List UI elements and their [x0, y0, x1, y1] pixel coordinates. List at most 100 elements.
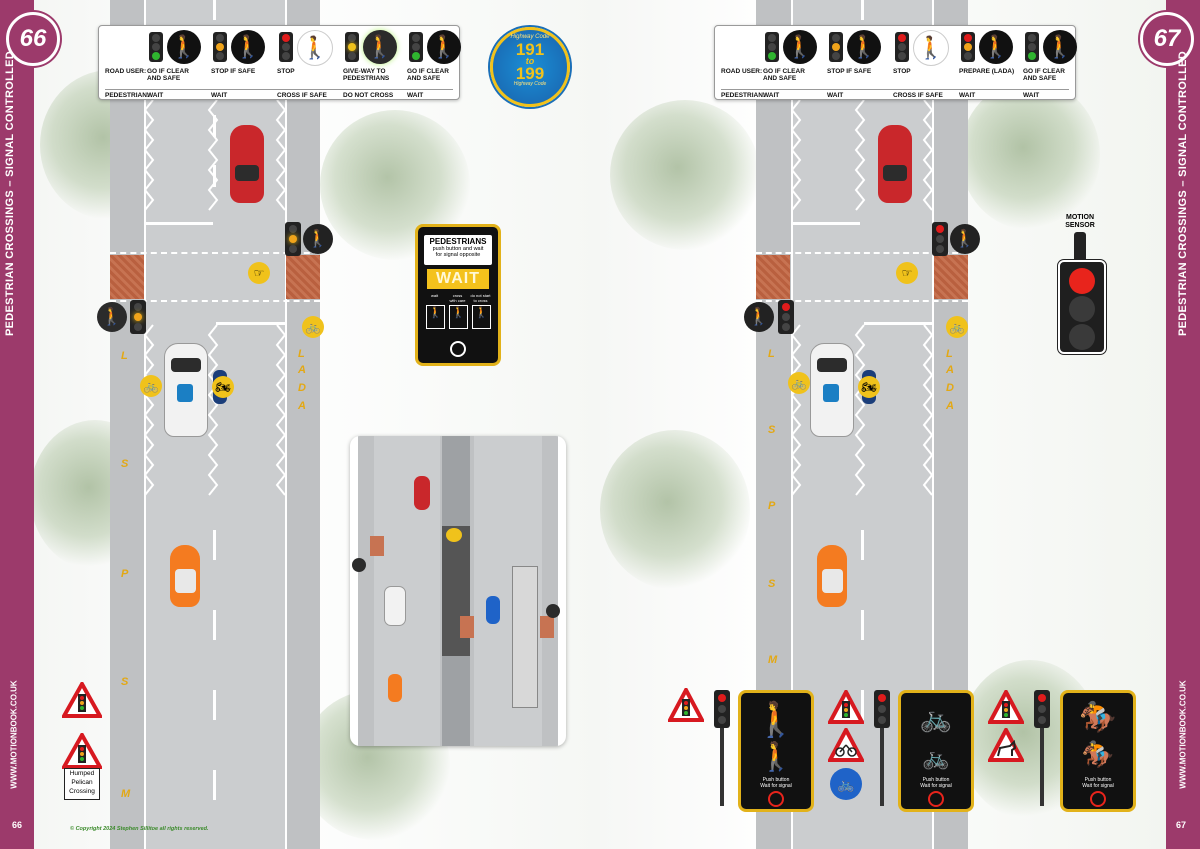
phase-label: CROSS IF SAFE	[893, 92, 943, 99]
blue-car	[486, 596, 500, 624]
traffic-signals-warning-icon	[62, 733, 102, 769]
flashing-green-man-icon: 🚶	[363, 30, 397, 64]
traffic-light-icon	[778, 300, 794, 334]
lada-letter: S	[121, 676, 129, 688]
phase-label: STOP	[277, 68, 295, 75]
red-man-icon: 🚶	[167, 30, 201, 64]
centre-line	[213, 115, 216, 137]
learner-car	[384, 586, 406, 626]
red-man-icon: 🚶	[231, 30, 265, 64]
green-man-icon: 🚶	[758, 741, 794, 772]
motorcycle-icon: 🏍	[858, 376, 880, 398]
red-car	[878, 125, 912, 203]
traffic-light-icon	[149, 32, 163, 62]
stop-line	[864, 322, 932, 325]
lada-letter: P	[768, 500, 776, 512]
mode-label: cross with care	[449, 293, 466, 303]
orange-car	[170, 545, 200, 607]
divider	[721, 89, 1069, 90]
green-horse-rider-icon: 🏇	[1081, 739, 1115, 769]
phase-go: 🚶	[147, 30, 209, 64]
push-button[interactable]	[450, 341, 466, 357]
highway-code-badge: Highway Code 191 to 199 Highway Code	[490, 27, 570, 107]
unit-instruction-panel: PEDESTRIANS push button and wait for sig…	[424, 235, 492, 265]
green-man-icon: 🚶	[950, 224, 980, 254]
green-man-icon: 🚶	[97, 302, 127, 332]
shared-path-sign-icon: 🚲	[830, 768, 862, 800]
green-cycle-icon: 🚲	[922, 745, 950, 770]
traffic-light-icon	[829, 32, 843, 62]
lada-letter: S	[768, 424, 776, 436]
traffic-signals-warning-icon	[828, 690, 864, 724]
tactile-paving	[110, 255, 144, 299]
red-car	[414, 476, 430, 510]
motion-sensor-label: MOTION SENSOR	[1065, 214, 1095, 229]
push-button-text: Push button Wait for signal	[920, 777, 952, 789]
traffic-light-icon	[874, 690, 890, 728]
signal-pole	[720, 728, 724, 806]
page-badge: 67	[1140, 12, 1194, 66]
traffic-light-icon	[1034, 690, 1050, 728]
phase-label: DO NOT CROSS	[343, 92, 394, 99]
red-cycle-icon: 🚲	[919, 703, 953, 733]
green-man-icon: 🚶	[744, 302, 774, 332]
chapter-title: PEDESTRIAN CROSSINGS – SIGNAL CONTROLLED	[1177, 51, 1189, 336]
traffic-light-icon	[345, 32, 359, 62]
stop-line	[216, 322, 285, 325]
toucan-push-button-unit: 🚲 🚲 Push button Wait for signal	[898, 690, 974, 812]
learner-car	[164, 343, 208, 437]
pedestrian-push-button-unit: PEDESTRIANS push button and wait for sig…	[415, 224, 501, 366]
traffic-signals-warning-icon	[668, 688, 704, 722]
page-number: 67	[1176, 820, 1187, 830]
traffic-light-icon	[279, 32, 293, 62]
push-button[interactable]	[928, 791, 944, 807]
green-man-icon: 🚶	[913, 30, 949, 66]
signal-phase-legend: 🚶 🚶 🚶 🚶 🚶 ROAD USER: GO IF CLEAR AND SAF…	[714, 25, 1077, 100]
left-spine: 66 PEDESTRIAN CROSSINGS – SIGNAL CONTROL…	[0, 0, 60, 849]
phase-stop: 🚶	[277, 30, 339, 66]
phase-label: PREPARE (LADA)	[959, 68, 1015, 75]
centre-line	[861, 610, 864, 640]
push-button[interactable]	[1090, 791, 1106, 807]
push-button[interactable]	[768, 791, 784, 807]
traffic-light-icon	[285, 222, 301, 256]
centre-line	[213, 530, 216, 560]
phase-prepare: 🚶	[959, 30, 1021, 64]
crossing-stud-line	[110, 300, 320, 302]
unit-mode-panels: wait cross with care do not start to cro…	[424, 293, 492, 333]
lada-letter: L	[768, 348, 775, 360]
crossing-stud-line	[756, 300, 968, 302]
traffic-light-icon	[932, 222, 948, 256]
green-man-icon: 🚶	[297, 30, 333, 66]
rule-range-end: 199	[515, 64, 545, 83]
signal-marker	[446, 528, 462, 542]
red-man-icon: 🚶	[426, 305, 445, 329]
lada-letter: A	[946, 400, 954, 412]
edge-line	[791, 0, 793, 849]
badge-caption: Highway Code	[513, 81, 547, 87]
inset-dual-carriageway-diagram	[350, 436, 566, 746]
phase-label: STOP IF SAFE	[211, 68, 256, 75]
crossing-stud-line	[110, 252, 320, 254]
traffic-light-icon	[130, 300, 146, 334]
phase-give-way: 🚶	[343, 30, 405, 64]
horse-rider-warning-icon	[988, 728, 1024, 762]
centre-line	[861, 0, 864, 20]
phase-stop-if-safe: 🚶	[211, 30, 273, 64]
orange-car	[388, 674, 402, 702]
unit-heading: PEDESTRIANS	[429, 237, 487, 246]
phase-label: WAIT	[827, 92, 844, 99]
unit-instruction: push button and wait for signal opposite	[432, 246, 484, 258]
traffic-light-icon	[961, 32, 975, 62]
right-page: 🚶 🚶 ☞ 🚲 🚲 🏍 L S P S M L A D A 🚶 🚶 🚶	[600, 0, 1200, 849]
phase-go-again: 🚶	[1023, 30, 1085, 64]
pegasus-push-button-unit: 🏇 🏇 Push button Wait for signal	[1060, 690, 1136, 812]
pedestrian-label: PEDESTRIAN:	[721, 92, 766, 99]
phase-stop: 🚶	[893, 30, 955, 66]
red-man-icon: 🚶	[754, 701, 798, 739]
traffic-light-icon	[895, 32, 909, 62]
traffic-light-icon	[213, 32, 227, 62]
page-number: 66	[12, 820, 23, 830]
lorry	[512, 566, 538, 708]
lada-letter: L	[298, 348, 305, 360]
